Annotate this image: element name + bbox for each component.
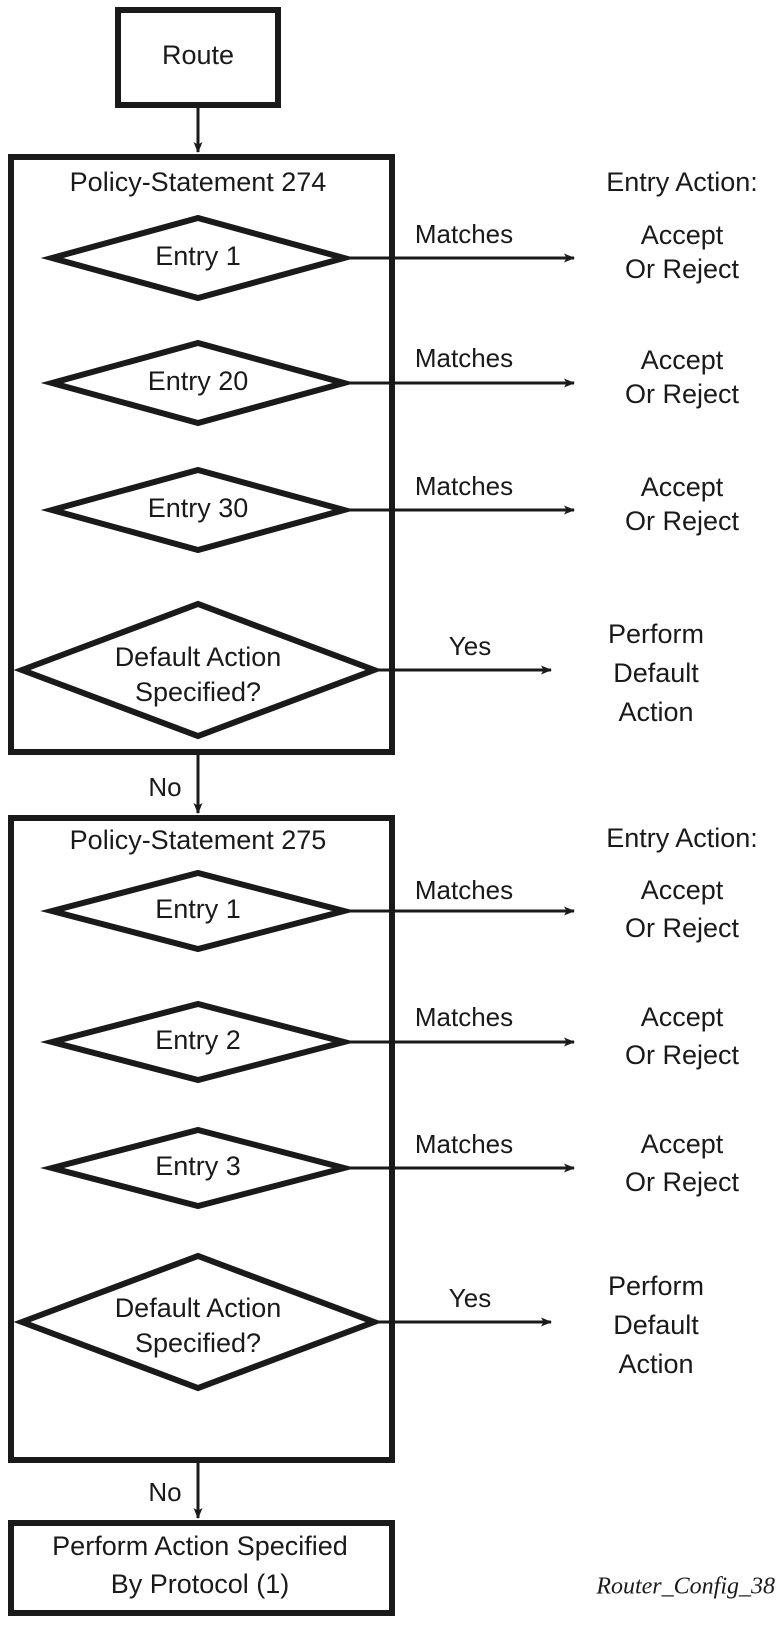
policy-274-entry-30-action-line2: Or Reject [625,506,740,536]
policy-274-entry-30-label: Entry 30 [148,493,249,523]
policy-275-default-yes-label: Yes [449,1283,491,1313]
policy-274-entry-20-action-line1: Accept [641,345,724,375]
policy-274-default-action-line1: Default Action [115,642,282,672]
policy-275-entry-1-match-label: Matches [415,875,513,905]
policy-275-default-action-result-line1: Perform [608,1271,704,1301]
policy-274-entry-20-label: Entry 20 [148,366,249,396]
figure-caption: Router_Config_38 [595,1574,775,1600]
perform-action-by-protocol-line1: Perform Action Specified [52,1531,348,1561]
policy-statement-274-title: Policy-Statement 274 [70,167,327,197]
perform-action-by-protocol-box [8,1520,395,1616]
policy-275-entry-3-action-line2: Or Reject [625,1167,740,1197]
route-box-label: Route [162,40,234,70]
policy-275-entry-1-action-line1: Accept [641,875,724,905]
policy-275-default-action-result-line3: Action [618,1349,693,1379]
policy-275-entry-3-action-line1: Accept [641,1129,724,1159]
policy-275-entry-1-action-line2: Or Reject [625,913,740,943]
policy-275-entry-2-label: Entry 2 [155,1025,241,1055]
policy-274-default-action-result-line2: Default [613,658,699,688]
policy-274-entry-1-action-line2: Or Reject [625,254,740,284]
policy-274-entry-20-action-line2: Or Reject [625,379,740,409]
policy-statement-275-title: Policy-Statement 275 [70,825,327,855]
policy-274-entry-action-header: Entry Action: [606,167,758,197]
policy-275-default-action-result-line2: Default [613,1310,699,1340]
policy-275-default-action-line2: Specified? [135,1328,261,1358]
policy-274-default-yes-label: Yes [449,631,491,661]
policy-275-entry-2-action-line2: Or Reject [625,1040,740,1070]
policy-274-default-action-line2: Specified? [135,677,261,707]
policy-275-entry-3-match-label: Matches [415,1129,513,1159]
policy-275-entry-3-label: Entry 3 [155,1151,241,1181]
policy-275-default-action-line1: Default Action [115,1293,282,1323]
policy-274-entry-1-label: Entry 1 [155,241,241,271]
policy-275-entry-2-match-label: Matches [415,1002,513,1032]
policy-275-default-no-label: No [148,1477,181,1507]
policy-274-entry-1-action-line1: Accept [641,220,724,250]
policy-275-entry-1-label: Entry 1 [155,894,241,924]
policy-275-entry-2-action-line1: Accept [641,1002,724,1032]
policy-274-entry-1-match-label: Matches [415,219,513,249]
policy-274-entry-30-action-line1: Accept [641,472,724,502]
policy-274-entry-20-match-label: Matches [415,343,513,373]
policy-274-default-action-result-line1: Perform [608,619,704,649]
policy-274-default-no-label: No [148,772,181,802]
perform-action-by-protocol-line2: By Protocol (1) [111,1569,290,1599]
policy-274-default-action-result-line3: Action [618,697,693,727]
policy-274-entry-30-match-label: Matches [415,471,513,501]
policy-275-entry-action-header: Entry Action: [606,823,758,853]
